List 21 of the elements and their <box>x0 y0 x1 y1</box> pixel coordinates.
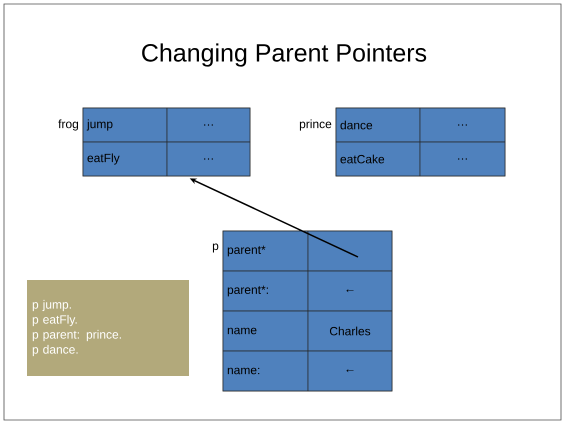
table-cell: jump <box>82 108 168 142</box>
table-label: p <box>212 244 218 252</box>
table-cell: … <box>420 142 506 176</box>
table-cell: dance <box>336 108 420 142</box>
table-label: prince <box>300 119 332 131</box>
table-cell <box>308 230 392 272</box>
code-box: p jump. p eatFly. p parent: prince. p dance. <box>27 280 189 376</box>
table-cell: eatFly <box>82 142 168 176</box>
table-cell: ← <box>308 350 392 392</box>
table-cell: … <box>420 108 506 142</box>
table-cell: … <box>166 142 250 176</box>
table-cell: parent* <box>222 230 308 272</box>
table-cell: eatCake <box>336 142 420 176</box>
table-cell: Charles <box>308 310 392 352</box>
table-cell: ← <box>308 270 392 312</box>
table-cell: parent*: <box>222 270 308 312</box>
table-cell: name <box>222 310 308 352</box>
table-cell: … <box>166 108 250 142</box>
table-cell: name: <box>222 350 308 392</box>
table-label: frog <box>58 119 78 131</box>
title: Changing Parent Pointers <box>142 43 426 67</box>
